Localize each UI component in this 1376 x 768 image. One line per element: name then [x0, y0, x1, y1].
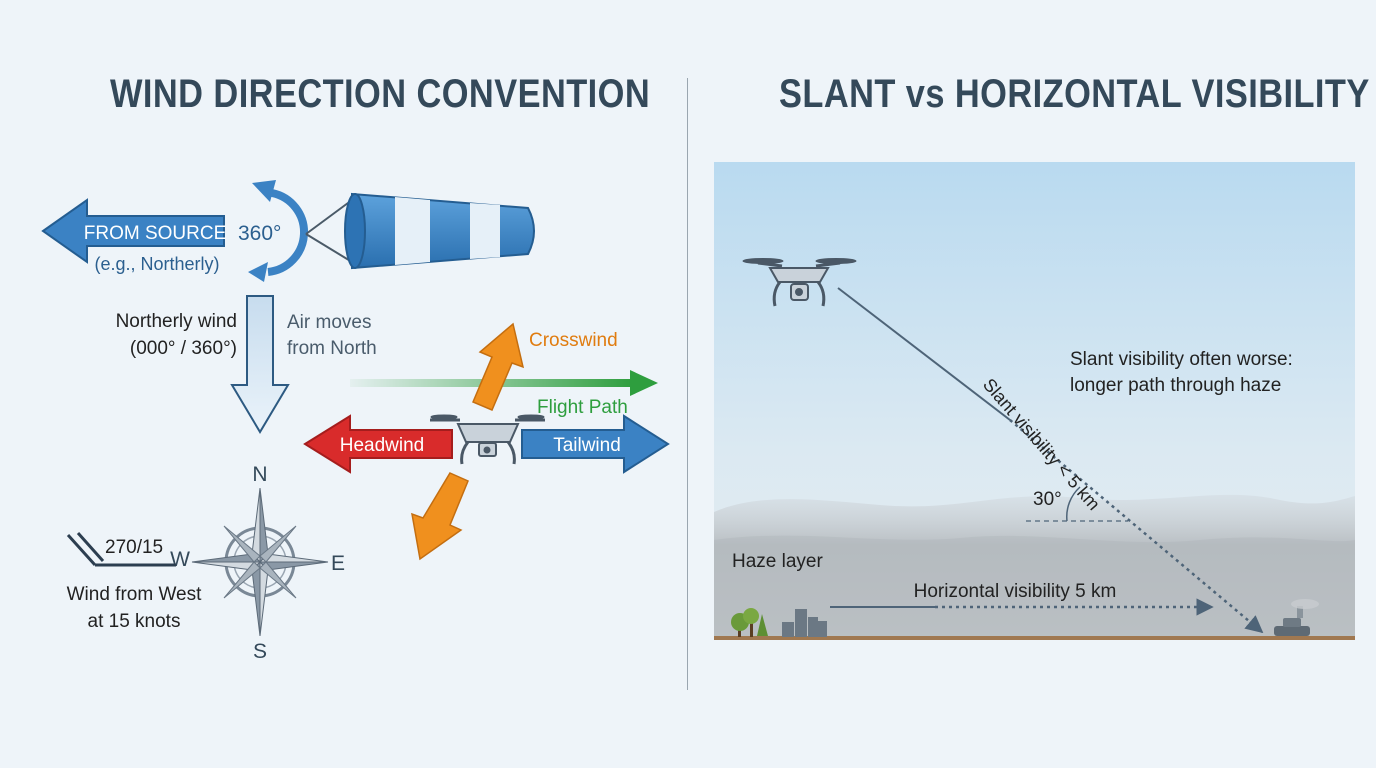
angle-arc — [1066, 486, 1081, 522]
wind-barb-line1: Wind from West — [67, 584, 203, 605]
wind-barb-code: 270/15 — [105, 537, 163, 558]
from-source-example: (e.g., Northerly) — [94, 254, 219, 274]
from-source-arrow — [41, 198, 225, 264]
headwind-label: Headwind — [340, 435, 425, 456]
haze-layer — [714, 494, 1355, 638]
visibility-scene — [714, 162, 1355, 640]
tailwind-arrow — [521, 414, 670, 474]
crosswind-arrow-up — [472, 322, 525, 411]
buildings-icon — [782, 609, 827, 637]
slant-note-line1: Slant visibility often worse: — [1070, 349, 1293, 370]
compass-south: S — [253, 640, 267, 663]
wind-barb-line2: at 15 knots — [88, 611, 181, 632]
ground-target-icon — [1274, 599, 1319, 636]
slant-line-solid — [837, 287, 1011, 421]
northerly-bearing: (000° / 360°) — [130, 338, 237, 359]
haze-label: Haze layer — [732, 551, 823, 572]
wind-convention-title: WIND DIRECTION CONVENTION — [110, 72, 651, 116]
visibility-title: SLANT vs HORIZONTAL VISIBILITY — [779, 72, 1370, 116]
ground-line — [714, 636, 1355, 640]
slant-line-dotted — [1009, 419, 1264, 634]
tree-icon — [731, 608, 768, 637]
northerly-arrow — [230, 295, 290, 434]
rotation-label: 360° — [238, 222, 281, 245]
headwind-arrow — [303, 414, 453, 474]
horizontal-visibility-label: Horizontal visibility 5 km — [914, 581, 1117, 602]
drone-icon-small — [430, 414, 545, 465]
compass-west: W — [170, 548, 190, 571]
compass-north: N — [252, 463, 267, 486]
panel-divider — [687, 78, 688, 690]
northerly-note-line1: Air moves — [287, 312, 371, 333]
crosswind-arrow-down — [411, 472, 469, 561]
tailwind-label: Tailwind — [553, 435, 621, 456]
angle-label: 30° — [1033, 489, 1062, 510]
compass-east: E — [331, 552, 345, 575]
slant-note-line2: longer path through haze — [1070, 375, 1281, 396]
northerly-name: Northerly wind — [116, 311, 237, 332]
flight-path-label: Flight Path — [537, 397, 628, 418]
drone-icon-large — [742, 258, 857, 307]
windsock-icon — [305, 192, 535, 270]
rotation-arc-icon — [248, 180, 308, 282]
compass-rose-icon — [191, 487, 329, 637]
from-source-label: FROM SOURCE — [84, 223, 227, 244]
crosswind-label: Crosswind — [529, 330, 618, 351]
northerly-note-line2: from North — [287, 338, 377, 359]
wind-barb-icon — [66, 532, 176, 567]
